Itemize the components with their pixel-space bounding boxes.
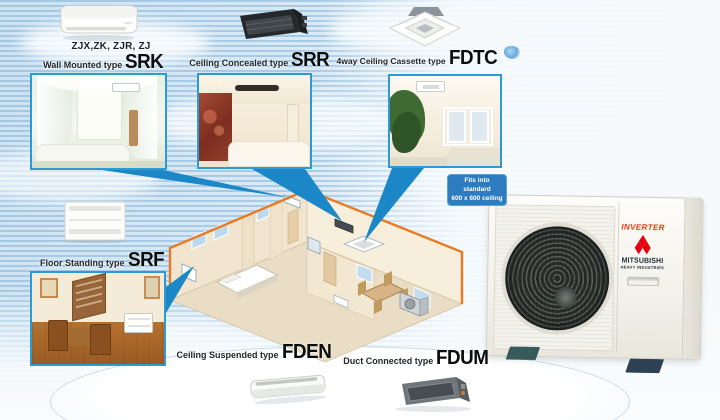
ceiling-suspended-unit-image: [250, 374, 326, 405]
ceiling-concealed-label: Ceiling Concealed type: [189, 58, 289, 68]
floor-standing-title: Floor Standing type SRF: [28, 250, 166, 270]
picture-frame: [144, 275, 161, 300]
fits-ceiling-badge: Fits into standard 600 x 600 ceiling: [447, 174, 507, 207]
floor-standing-photo: [30, 271, 166, 366]
duct-connected-code: FDUM: [436, 347, 489, 369]
ceiling-cassette-code: FDTC: [448, 47, 498, 69]
duct-connected-label: Duct Connected type: [343, 356, 434, 366]
wedge-fdtc: [364, 168, 424, 242]
ac-in-photo: [124, 313, 154, 334]
outdoor-unit: INVERTER MITSUBISHI HEAVY INDUSTRIES: [485, 194, 704, 384]
wall-mounted-photo: [30, 73, 167, 170]
wall-mounted-label: Wall Mounted type: [43, 60, 123, 70]
ceiling-concealed-unit-image: [240, 9, 308, 39]
ceiling-concealed-title: Ceiling Concealed type SRR: [189, 49, 332, 71]
ceiling-suspended-label: Ceiling Suspended type: [176, 350, 279, 360]
wall-mounted-title: Wall Mounted type SRK: [28, 52, 166, 72]
blue-sparkle-icon: [504, 46, 520, 59]
grille-in-photo: [234, 85, 279, 91]
floor-standing-unit-image: [64, 201, 126, 244]
ceiling-cassette-label: 4way Ceiling Cassette type: [336, 56, 446, 66]
ceiling-cassette-photo: [388, 74, 502, 168]
wedge-srk: [102, 170, 291, 198]
wedge-srf: [166, 266, 194, 313]
badge-line2: 600 x 600 ceiling: [451, 194, 503, 202]
wedge-srr: [252, 169, 342, 221]
mitsubishi-logo-icon: [634, 234, 651, 255]
ceiling-suspended-title: Ceiling Suspended type FDEN: [177, 341, 334, 363]
ceiling-cassette-unit-image: [388, 7, 462, 47]
badge-line1: Fits into standard: [463, 177, 491, 193]
ceiling-suspended-code: FDEN: [281, 341, 332, 363]
ceiling-concealed-photo: [197, 73, 312, 169]
wall-mounted-models: ZJX,ZK, ZJR, ZJ: [71, 41, 151, 52]
floor-standing-label: Floor Standing type: [40, 258, 125, 268]
duct-connected-title: Duct Connected type FDUM: [343, 347, 492, 369]
ac-in-photo: [111, 83, 140, 92]
ceiling-concealed-code: SRR: [291, 49, 330, 71]
house-illustration: [168, 188, 464, 363]
picture-frame: [39, 278, 59, 299]
wall-mounted-code: SRK: [125, 51, 164, 73]
ceiling-cassette-title: 4way Ceiling Cassette type FDTC: [337, 47, 500, 69]
wall-mounted-unit-image: [60, 5, 138, 41]
duct-connected-unit-image: [395, 377, 471, 412]
floor-standing-code: SRF: [127, 249, 165, 271]
cassette-in-photo: [416, 81, 445, 93]
